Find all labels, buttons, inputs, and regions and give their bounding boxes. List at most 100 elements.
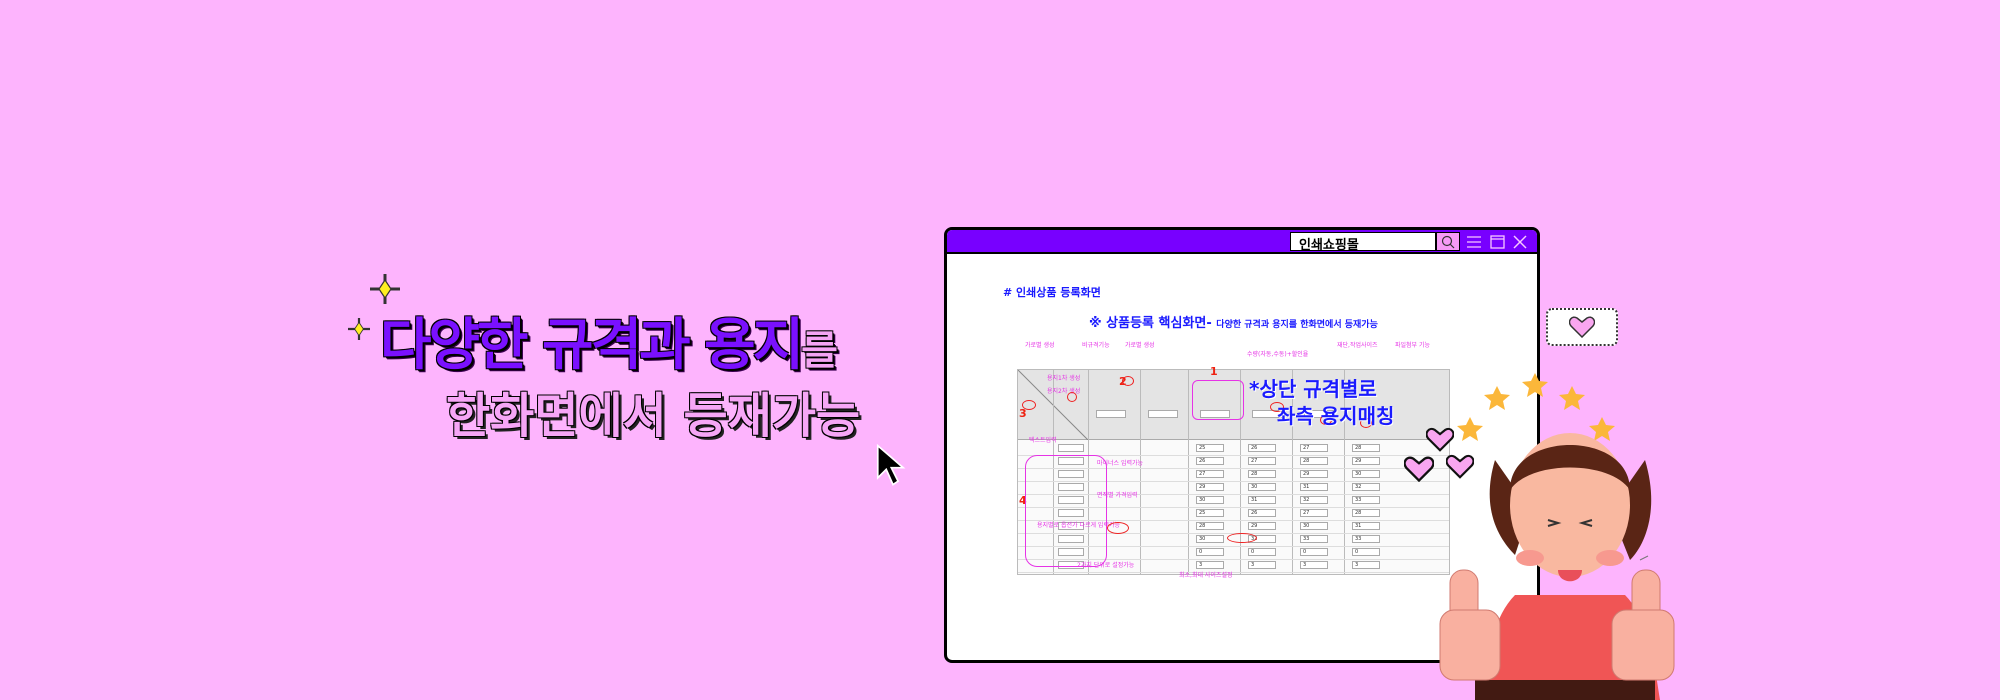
heart-icon [1569,316,1595,338]
paper-option-field[interactable] [1058,535,1084,543]
spec-input[interactable] [1200,410,1230,418]
headline-suffix: 를 [801,328,838,374]
close-button[interactable] [1511,233,1529,251]
price-input[interactable]: 32 [1300,496,1328,504]
annotation-label: 재단,작업사이즈 [1337,342,1378,349]
price-input[interactable]: 30 [1196,535,1224,543]
highlight-circle [1360,418,1372,428]
step-marker: 1 [1210,365,1218,378]
price-input[interactable]: 25 [1196,509,1224,517]
annotation-label: 마이너스 입력가능 [1097,460,1144,467]
price-input[interactable]: 26 [1248,509,1276,517]
row-divider [1018,546,1449,547]
spec-input[interactable] [1252,410,1282,418]
row-divider [1018,455,1449,456]
column-divider [1292,370,1293,574]
paper-option-field[interactable] [1058,483,1084,491]
price-input[interactable]: 28 [1300,457,1328,465]
highlight-circle [1107,522,1129,534]
price-input[interactable]: 3 [1196,561,1224,569]
highlight-circle [1122,376,1134,386]
price-input[interactable]: 31 [1300,483,1328,491]
star-icon [1457,373,1615,441]
price-input[interactable]: 31 [1248,496,1276,504]
paper-option-field[interactable] [1058,522,1084,530]
price-input[interactable]: 30 [1196,496,1224,504]
price-input[interactable]: 28 [1352,509,1380,517]
headline-line2: 한화면에서 등재가능 [446,388,861,444]
price-input[interactable]: 33 [1352,535,1380,543]
price-input[interactable]: 29 [1352,457,1380,465]
price-input[interactable]: 28 [1248,470,1276,478]
price-input[interactable]: 30 [1352,470,1380,478]
paper-option-field[interactable] [1058,470,1084,478]
paper-group-highlight [1025,455,1107,567]
price-input[interactable]: 3 [1300,561,1328,569]
price-input[interactable]: 33 [1300,535,1328,543]
paper-option-field[interactable] [1058,496,1084,504]
price-input[interactable]: 0 [1352,548,1380,556]
price-input[interactable]: 27 [1196,470,1224,478]
search-button[interactable] [1436,232,1460,251]
price-input[interactable]: 32 [1352,483,1380,491]
row-divider [1018,559,1449,560]
woman-thumbs-up-illustration [1439,373,1675,700]
highlight-circle [1067,392,1077,402]
row-divider [1018,520,1449,521]
subtitle: ※ 상품등록 핵심화면- 다양한 규격과 용지를 한화면에서 등재가능 [1089,316,1378,333]
spec-input[interactable] [1304,410,1334,418]
menu-button[interactable] [1465,233,1483,251]
annotation-label: 수량(자동,수동)+할인율 [1247,351,1309,358]
spec-highlight [1192,380,1244,420]
paper-option-field[interactable] [1058,561,1084,569]
table-header [1018,370,1449,440]
price-input[interactable]: 30 [1248,483,1276,491]
price-input[interactable]: 33 [1352,496,1380,504]
price-input[interactable]: 29 [1248,522,1276,530]
price-input[interactable]: 27 [1248,457,1276,465]
maximize-button[interactable] [1488,233,1506,251]
spec-input[interactable] [1096,410,1126,418]
price-input[interactable]: 3 [1248,561,1276,569]
row-divider [1018,507,1449,508]
price-input[interactable]: 31 [1352,522,1380,530]
price-input[interactable]: 27 [1300,509,1328,517]
maximize-icon [1489,235,1505,249]
column-divider [1053,370,1054,574]
price-input[interactable]: 29 [1300,470,1328,478]
row-divider [1018,494,1449,495]
price-input[interactable]: 26 [1196,457,1224,465]
annotation-label: 면적별 가격입력 [1097,492,1138,499]
highlight-circle [1320,415,1332,425]
price-input[interactable]: 25 [1196,444,1224,452]
paper-option-field[interactable] [1058,444,1084,452]
price-input[interactable]: 26 [1248,444,1276,452]
paper-option-field[interactable] [1058,457,1084,465]
price-input[interactable]: 28 [1196,522,1224,530]
price-input[interactable]: 0 [1300,548,1328,556]
paper-option-field[interactable] [1058,548,1084,556]
search-input[interactable]: 인쇄쇼핑몰 [1290,232,1436,253]
sparkle-icon [370,274,400,304]
heart-icon [1446,454,1474,479]
step-marker: 3 [1019,407,1027,420]
annotation-label: 용지별로 옵션가 다르게 입력가능 [1037,522,1121,529]
thumb-right [1611,569,1675,681]
spec-input[interactable] [1148,410,1178,418]
annotation-label: 용지2차 생성 [1047,388,1081,395]
price-input[interactable]: 27 [1300,444,1328,452]
price-input[interactable]: 29 [1196,483,1224,491]
price-input[interactable]: 0 [1248,548,1276,556]
paper-option-field[interactable] [1058,509,1084,517]
price-input[interactable]: 3 [1352,561,1380,569]
step-marker: 4 [1019,494,1027,507]
price-input[interactable]: 30 [1300,522,1328,530]
price-input[interactable]: 28 [1352,444,1380,452]
sparkle-icon [348,318,370,340]
price-input[interactable]: 0 [1196,548,1224,556]
section-title: # 인쇄상품 등록화면 [1003,286,1101,299]
headline-main: 다양한 규격과 용지 [380,313,804,378]
highlight-circle [1227,533,1257,543]
column-divider [1344,370,1345,574]
row-divider [1018,481,1449,482]
